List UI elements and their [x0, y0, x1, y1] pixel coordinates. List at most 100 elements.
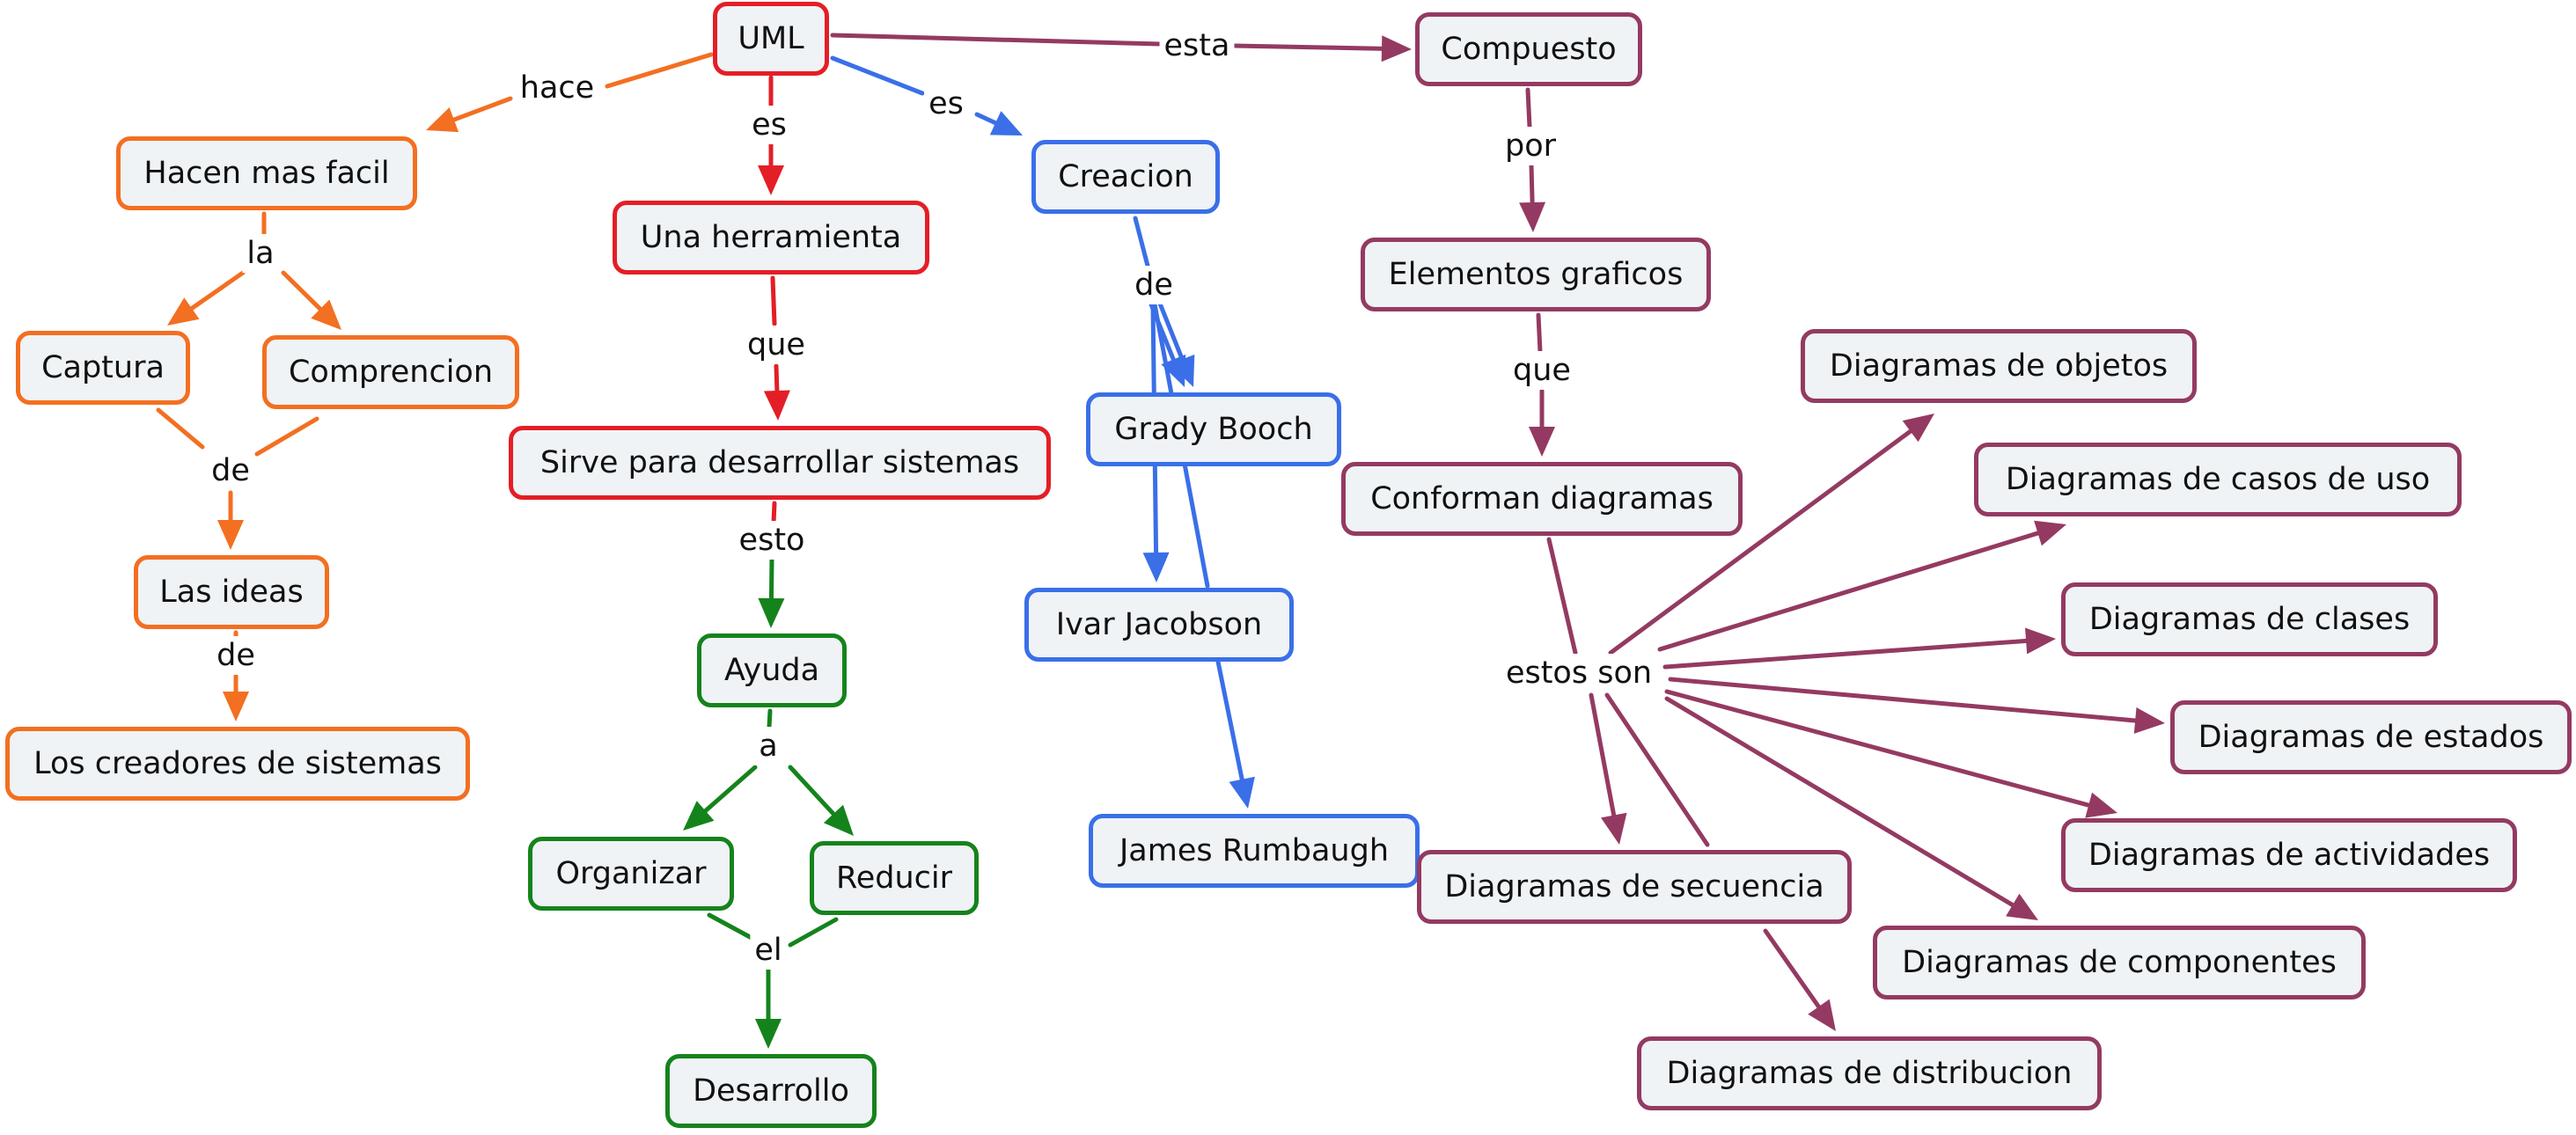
- node-desarrollo[interactable]: Desarrollo: [665, 1054, 877, 1128]
- link-label-de-blue: de: [1130, 266, 1178, 304]
- node-diagramas-de-objetos[interactable]: Diagramas de objetos: [1801, 329, 2197, 403]
- arrowhead: [2025, 627, 2056, 655]
- arrowhead: [1229, 776, 1255, 809]
- edge-secuencia-distribucion: [1763, 928, 1824, 1012]
- edge-herramienta-que: [770, 275, 777, 326]
- arrowhead: [2133, 707, 2165, 734]
- node-james-rumbaugh[interactable]: James Rumbaugh: [1089, 814, 1420, 888]
- arrowhead: [1529, 427, 1555, 457]
- arrowhead: [223, 692, 249, 721]
- arrowhead: [763, 390, 790, 421]
- edge-conforman-estos: [1546, 537, 1578, 655]
- node-una-herramienta[interactable]: Una herramienta: [613, 201, 929, 275]
- arrowhead: [755, 1019, 782, 1049]
- node-hacen-mas-facil[interactable]: Hacen mas facil: [116, 136, 417, 210]
- node-ivar-jacobson[interactable]: Ivar Jacobson: [1024, 588, 1294, 662]
- arrowhead: [1902, 414, 1934, 443]
- node-diagramas-de-secuencia[interactable]: Diagramas de secuencia: [1417, 850, 1852, 924]
- edge-reducir-el: [788, 917, 839, 948]
- arrowhead: [989, 111, 1023, 135]
- link-label-de-orange-2: de: [212, 636, 260, 675]
- node-captura[interactable]: Captura: [16, 331, 190, 405]
- link-label-de-orange-1: de: [207, 451, 254, 490]
- node-elementos-graficos[interactable]: Elementos graficos: [1361, 238, 1711, 311]
- edge-organizar-el: [707, 912, 754, 941]
- arrowhead: [311, 299, 341, 330]
- link-label-estos-son: estos son: [1501, 654, 1657, 692]
- link-label-es-red: es: [747, 106, 791, 144]
- link-label-hace: hace: [515, 69, 599, 107]
- node-uml[interactable]: UML: [713, 2, 829, 76]
- link-label-por: por: [1500, 127, 1561, 165]
- arrowhead: [683, 801, 715, 831]
- edge-estos-componentes: [1664, 696, 2018, 910]
- link-label-es-blue: es: [924, 84, 968, 123]
- node-comprencion[interactable]: Comprencion: [262, 335, 519, 409]
- arrowhead: [167, 297, 200, 326]
- arrowhead: [758, 165, 784, 195]
- edge-a-organizar: [701, 765, 758, 816]
- edge-ayuda-a: [767, 708, 773, 729]
- edge-estos-clases: [1662, 638, 2032, 670]
- edge-a-reducir: [788, 765, 839, 819]
- node-sirve-para-desarrollar-sistemas[interactable]: Sirve para desarrollar sistemas: [509, 426, 1051, 500]
- edge-creacion-de: [1133, 216, 1150, 268]
- node-creacion[interactable]: Creacion: [1031, 140, 1220, 214]
- edge-estos-secuencia-2: [1604, 692, 1710, 847]
- arrowhead: [2034, 520, 2066, 546]
- arrowhead: [1808, 999, 1836, 1031]
- node-conforman-diagramas[interactable]: Conforman diagramas: [1341, 462, 1743, 536]
- link-label-esto: esto: [734, 521, 810, 560]
- edge-captura-de: [156, 407, 205, 450]
- arrowhead: [823, 804, 854, 836]
- link-label-a: a: [754, 727, 782, 765]
- node-diagramas-de-clases[interactable]: Diagramas de clases: [2061, 582, 2438, 656]
- link-label-el: el: [750, 931, 787, 970]
- edge-uml-esta: [830, 33, 1163, 47]
- node-diagramas-de-actividades[interactable]: Diagramas de actividades: [2061, 818, 2517, 892]
- edge-la-captura: [187, 270, 246, 313]
- arrowhead: [1381, 35, 1412, 62]
- link-label-esta: esta: [1159, 26, 1235, 65]
- edge-compuesto-por: [1525, 87, 1532, 129]
- edge-uml-es-blue: [830, 55, 925, 96]
- edge-estos-casos: [1657, 530, 2044, 652]
- node-diagramas-de-casos-de-uso[interactable]: Diagramas de casos de uso: [1974, 443, 2462, 516]
- node-reducir[interactable]: Reducir: [810, 841, 979, 915]
- node-diagramas-de-estados[interactable]: Diagramas de estados: [2170, 700, 2572, 774]
- arrowhead: [1519, 201, 1546, 232]
- arrowhead: [2085, 792, 2117, 818]
- node-diagramas-de-distribucion[interactable]: Diagramas de distribucion: [1637, 1036, 2102, 1110]
- link-label-que-red: que: [743, 326, 810, 364]
- edge-ivar-james: [1215, 659, 1245, 786]
- node-compuesto[interactable]: Compuesto: [1415, 12, 1642, 86]
- node-los-creadores-de-sistemas[interactable]: Los creadores de sistemas: [5, 727, 470, 801]
- arrowhead: [1142, 552, 1170, 582]
- edge-estos-estados: [1668, 677, 2141, 723]
- node-las-ideas[interactable]: Las ideas: [134, 555, 329, 629]
- node-ayuda[interactable]: Ayuda: [697, 633, 847, 707]
- edge-de-grady-1: [1157, 301, 1186, 365]
- edge-uml-hace: [605, 52, 714, 89]
- node-diagramas-de-componentes[interactable]: Diagramas de componentes: [1873, 926, 2366, 1000]
- edge-es-creacion: [974, 112, 1002, 127]
- edge-la-comprencion: [281, 270, 326, 314]
- node-organizar[interactable]: Organizar: [528, 837, 734, 911]
- arrowhead: [758, 597, 785, 628]
- arrowhead: [2006, 893, 2038, 920]
- edge-estos-actividades: [1664, 689, 2095, 809]
- link-label-la: la: [242, 234, 279, 273]
- edge-elementos-que: [1536, 312, 1543, 355]
- arrowhead: [217, 520, 244, 550]
- edge-estos-objetos: [1608, 427, 1916, 655]
- edge-esto-ayuda: [768, 557, 774, 604]
- node-grady-booch[interactable]: Grady Booch: [1086, 392, 1341, 466]
- edge-esta-compuesto: [1231, 43, 1388, 51]
- arrowhead: [1601, 812, 1627, 845]
- edge-que-sirve: [774, 363, 780, 397]
- arrowhead: [426, 107, 459, 133]
- edge-hace-hacen: [448, 96, 513, 123]
- link-label-que-purple: que: [1508, 351, 1575, 390]
- edge-comprencion-de: [254, 416, 319, 457]
